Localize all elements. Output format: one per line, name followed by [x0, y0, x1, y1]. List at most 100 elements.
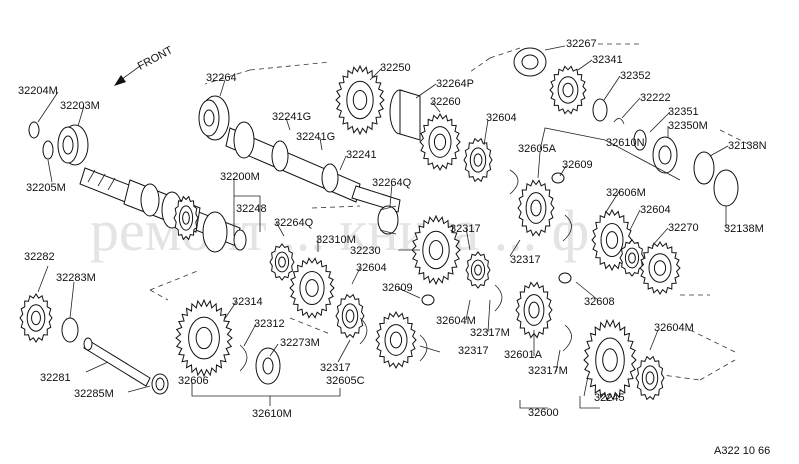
clip-32222 [613, 118, 625, 125]
front-arrow-icon [114, 65, 141, 86]
label-32310M: 32310M [316, 234, 356, 246]
label-32241G-b: 32241G [296, 131, 335, 143]
gear-counter [173, 195, 199, 241]
part-labels: 32267 32341 32352 32222 32351 32350M 326… [18, 38, 767, 420]
gear-32270 [639, 241, 681, 295]
group-outline-top-right [469, 43, 753, 147]
gear-32604-a [463, 137, 493, 183]
label-32317-c: 32317 [320, 362, 351, 374]
ring-32352 [592, 98, 608, 122]
label-32351: 32351 [668, 106, 699, 118]
needle-bearing-32264Q [377, 205, 399, 235]
label-32205M: 32205M [26, 182, 66, 194]
label-32264P: 32264P [436, 78, 474, 90]
ring-32138N [693, 151, 715, 185]
sleeve-32273M [255, 347, 281, 385]
reference-code: A322 10 66 [714, 445, 770, 457]
bearing-32203M [57, 124, 89, 166]
label-32317M-b: 32317M [528, 365, 568, 377]
label-32203M: 32203M [60, 100, 100, 112]
label-32317M-a: 32317M [470, 327, 510, 339]
leader-lines [37, 45, 729, 409]
label-32350M: 32350M [668, 120, 708, 132]
gear-32260 [419, 112, 461, 172]
group-outline-lower-left [149, 269, 331, 335]
front-label: FRONT [136, 44, 175, 73]
gear-set [19, 64, 681, 402]
snap-ring-32204M [28, 121, 40, 139]
label-32604-b: 32604 [356, 262, 387, 274]
label-32604M-b: 32604M [654, 322, 694, 334]
spacer-32351 [633, 129, 647, 151]
label-32610M: 32610M [252, 408, 292, 420]
label-32270: 32270 [668, 222, 699, 234]
label-32605C: 32605C [326, 375, 365, 387]
bushing-32267 [513, 47, 547, 77]
label-32605A: 32605A [518, 143, 557, 155]
label-32204M: 32204M [18, 85, 58, 97]
bushing-32283M [61, 317, 79, 343]
gear-32605C [375, 310, 417, 370]
gear-32604M-a [465, 251, 491, 289]
label-32341: 32341 [592, 54, 623, 66]
label-32608: 32608 [584, 296, 615, 308]
label-32604-a: 32604 [486, 112, 517, 124]
bearing-32350M [652, 136, 678, 174]
group-outline-mainshaft [204, 61, 361, 209]
label-32314: 32314 [232, 296, 263, 308]
label-32245: 32245 [594, 392, 625, 404]
label-32604-c: 32604 [640, 204, 671, 216]
label-32222: 32222 [640, 92, 671, 104]
sleeve-32264P [389, 89, 421, 141]
label-32200M: 32200M [220, 171, 260, 183]
label-32604M-a: 32604M [436, 315, 476, 327]
gear-32245 [583, 318, 637, 402]
label-32138M: 32138M [724, 223, 764, 235]
label-32312: 32312 [254, 318, 285, 330]
label-32609-b: 32609 [382, 282, 413, 294]
gear-32230 [411, 214, 461, 286]
washer-32285M [151, 373, 169, 395]
label-32609-a: 32609 [562, 159, 593, 171]
label-32273M: 32273M [280, 337, 320, 349]
label-32606M: 32606M [606, 187, 646, 199]
label-32241: 32241 [346, 149, 377, 161]
gear-32605A [517, 179, 555, 237]
label-32283M: 32283M [56, 272, 96, 284]
label-32606: 32606 [178, 375, 209, 387]
ring-32138M [713, 169, 739, 207]
label-32610N: 32610N [606, 137, 645, 149]
gear-32341 [549, 65, 587, 115]
label-32317-d: 32317 [458, 345, 489, 357]
gear-32282 [19, 293, 53, 343]
label-32138N: 32138N [728, 140, 767, 152]
gear-32601A [515, 281, 553, 339]
label-32260: 32260 [430, 96, 461, 108]
label-32264Q-a: 32264Q [372, 177, 412, 189]
gear-32604-c [619, 239, 645, 277]
label-32264Q-b: 32264Q [274, 217, 314, 229]
washer-32205M [42, 140, 54, 160]
gear-32310M [289, 257, 335, 319]
label-32241G-a: 32241G [272, 111, 311, 123]
label-32601A: 32601A [504, 349, 543, 361]
label-32600: 32600 [528, 407, 559, 419]
label-32267: 32267 [566, 38, 597, 50]
label-32248: 32248 [236, 203, 267, 215]
label-32317-b: 32317 [510, 254, 541, 266]
label-32282: 32282 [24, 251, 55, 263]
shaft-32281 [83, 337, 151, 387]
gear-32604M-b [635, 355, 665, 401]
label-32230: 32230 [350, 245, 381, 257]
label-32281: 32281 [40, 372, 71, 384]
counter-shaft [79, 167, 247, 253]
gear-32604-b [335, 293, 365, 339]
gear-32250 [335, 64, 385, 136]
label-32352: 32352 [620, 70, 651, 82]
snap-rings [239, 169, 572, 372]
bearing-32264 [198, 95, 230, 141]
label-32264: 32264 [206, 72, 237, 84]
gear-32264Q-b [269, 243, 295, 281]
